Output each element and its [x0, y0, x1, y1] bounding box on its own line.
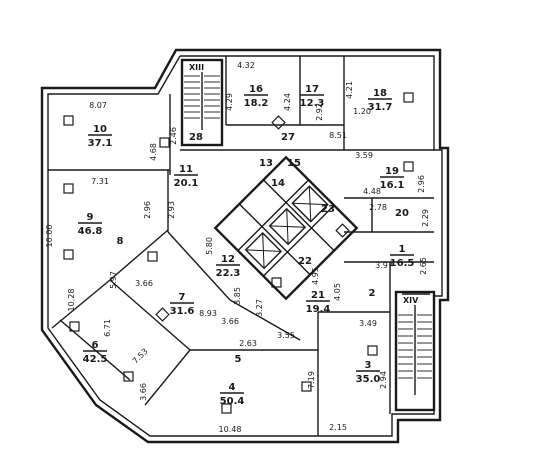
dimension-label: 4.48	[363, 187, 381, 196]
dimension-label: 5.97	[109, 271, 118, 289]
dimension-label: 7.53	[131, 347, 150, 366]
dimension-label: 8.93	[199, 309, 217, 318]
dimension-label: 7.19	[307, 371, 316, 389]
dimension-label: 8.07	[89, 101, 107, 110]
dimension-label: 2.65	[419, 257, 428, 275]
dimension-label: 2.15	[329, 423, 347, 432]
room-number-11: 11	[179, 164, 193, 175]
svg-text:XIII: XIII	[189, 63, 204, 72]
dimension-label: 3.66	[135, 279, 153, 288]
outer-wall-inner	[47, 55, 443, 437]
dimension-label: 3.55	[277, 331, 295, 340]
dimension-label: 1.20	[353, 107, 371, 116]
room-area-1: 16.5	[390, 258, 415, 269]
dimension-label: 2.94	[379, 371, 388, 389]
room-number-28: 28	[189, 132, 203, 143]
room-area-6: 42.5	[83, 354, 108, 365]
dimension-label: 2.46	[169, 127, 178, 145]
dimension-label: 4.05	[333, 283, 342, 301]
room-number-15: 15	[287, 158, 301, 169]
room-number-21: 21	[311, 290, 325, 301]
axis-marker-east: XIV	[402, 293, 430, 305]
dimension-label: 3.59	[355, 151, 373, 160]
room-number-1: 1	[399, 244, 406, 255]
outer-wall	[40, 48, 450, 444]
dimension-label: 3.66	[139, 383, 148, 401]
room-number-8: 8	[117, 236, 124, 247]
room-number-20: 20	[395, 208, 409, 219]
lift-core	[213, 155, 359, 301]
room-number-9: 9	[87, 212, 94, 223]
room-number-10: 10	[93, 124, 107, 135]
dimension-label: 10.48	[219, 425, 242, 434]
dimension-label: 10.28	[67, 289, 76, 312]
dimension-label: 2.78	[369, 203, 387, 212]
dimension-label: 3.49	[359, 319, 377, 328]
dimension-label: 4.95	[311, 267, 320, 285]
room-number-27: 27	[281, 132, 295, 143]
dimension-label: 6.71	[103, 319, 112, 337]
dimension-label: 8.51	[329, 131, 347, 140]
room-number-22: 22	[298, 256, 312, 267]
dimension-label: 5.80	[205, 237, 214, 255]
svg-text:XIV: XIV	[403, 296, 419, 305]
dimension-label: 2.92	[315, 103, 324, 121]
room-area-7: 31.6	[170, 306, 195, 317]
dimension-label: 2.93	[167, 201, 176, 219]
dimension-label: 4.32	[237, 61, 255, 70]
room-area-10: 37.1	[88, 138, 113, 149]
dimension-label: 3.97	[375, 261, 393, 270]
dimension-label: 2.96	[417, 175, 426, 193]
dimension-label: 2.29	[421, 209, 430, 227]
room-number-5: 5	[235, 354, 242, 365]
dimension-label: 2.63	[239, 339, 257, 348]
room-number-14: 14	[271, 178, 285, 189]
room-area-12: 22.3	[216, 268, 241, 279]
room-number-6: 6	[92, 340, 99, 351]
room-area-21: 19.4	[306, 304, 331, 315]
room-number-23: 23	[321, 204, 335, 215]
room-area-18: 31.7	[368, 102, 393, 113]
room-area-19: 16.1	[380, 180, 405, 191]
room-number-18: 18	[373, 88, 387, 99]
dimension-label: 4.68	[149, 143, 158, 161]
room-labels: 116.52335.0450.45642.5731.68946.81037.11…	[78, 84, 415, 407]
dimension-label: 10.00	[45, 225, 54, 248]
room-area-11: 20.1	[174, 178, 199, 189]
dimension-label: 4.21	[345, 81, 354, 99]
axis-marker-north: XIII	[188, 59, 216, 72]
room-number-3: 3	[365, 360, 372, 371]
room-area-4: 50.4	[220, 396, 245, 407]
room-number-16: 16	[249, 84, 263, 95]
room-number-7: 7	[179, 292, 186, 303]
dimension-label: 3.27	[255, 299, 264, 317]
dimension-label: 2.96	[143, 201, 152, 219]
dimension-label: 3.85	[233, 287, 242, 305]
room-number-19: 19	[385, 166, 399, 177]
interior-walls	[48, 56, 434, 436]
room-area-16: 18.2	[244, 98, 269, 109]
dimension-label: 4.24	[283, 93, 292, 111]
room-area-3: 35.0	[356, 374, 381, 385]
dimension-label: 3.66	[221, 317, 239, 326]
room-area-9: 46.8	[78, 226, 103, 237]
room-number-4: 4	[229, 382, 236, 393]
stairwell-east	[394, 290, 436, 412]
room-number-13: 13	[259, 158, 273, 169]
room-number-17: 17	[305, 84, 319, 95]
dimension-label: 4.29	[225, 93, 234, 111]
columns	[63, 92, 414, 414]
room-area-17: 12.3	[300, 98, 325, 109]
dimension-label: 7.31	[91, 177, 109, 186]
room-number-12: 12	[221, 254, 235, 265]
room-number-2: 2	[369, 288, 376, 299]
diamond-columns	[155, 115, 350, 322]
